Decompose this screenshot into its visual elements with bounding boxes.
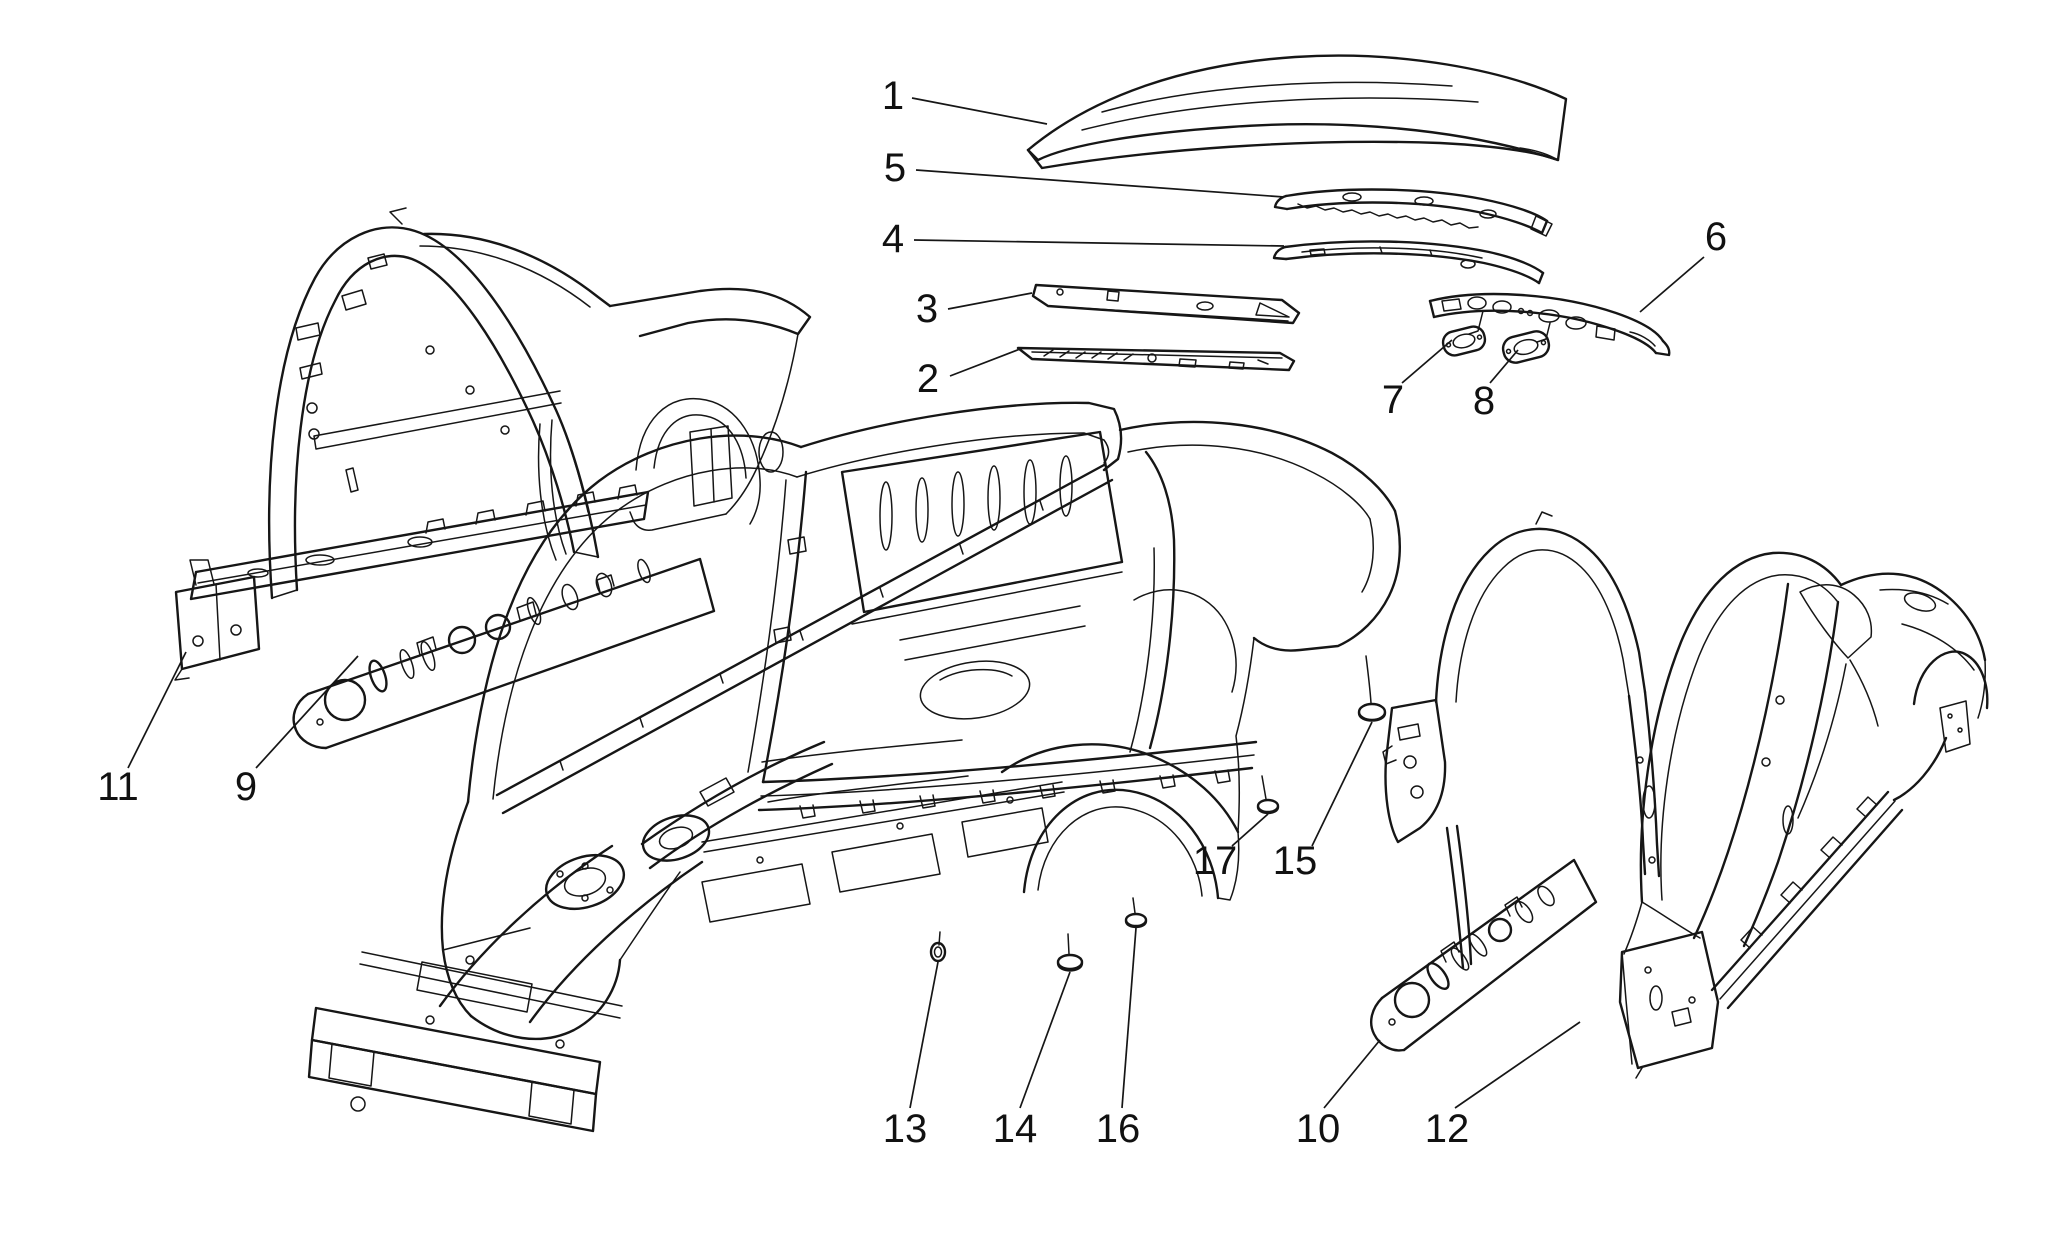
- callout-8: 8: [1473, 379, 1495, 423]
- callout-4: 4: [882, 217, 904, 261]
- part-central-body-shell: [307, 401, 1401, 1133]
- part-windscreen-inner-rail: [1272, 240, 1545, 285]
- leader-line-14: [1019, 971, 1071, 1109]
- leader-line-5: [915, 169, 1285, 198]
- leader-line-8: [1489, 349, 1519, 384]
- part-windscreen-header-rail: [1273, 188, 1553, 237]
- callout-5: 5: [884, 146, 906, 190]
- callout-6: 6: [1705, 215, 1727, 259]
- callout-7: 7: [1382, 378, 1404, 422]
- part-cowl-lower-rail: [1016, 346, 1296, 372]
- leader-line-4: [913, 239, 1285, 247]
- callout-labels: 1 5 4 3 2 6 7 8 9 11 13 14 16 10 12 17 1…: [97, 74, 1727, 1151]
- callout-1: 1: [882, 74, 904, 118]
- callout-12: 12: [1425, 1107, 1470, 1151]
- leader-line-17: [1231, 813, 1269, 847]
- leader-line-9: [255, 655, 359, 769]
- part-grommet-7: [1441, 325, 1487, 357]
- leader-line-16: [1121, 927, 1137, 1109]
- part-grommet-17: [1256, 775, 1280, 815]
- callout-11: 11: [97, 765, 139, 809]
- part-right-outer-side-panel: [1618, 551, 1989, 1079]
- callout-2: 2: [917, 357, 939, 401]
- part-cowl-top-panel: [1031, 283, 1301, 325]
- part-clip-13: [929, 931, 947, 963]
- leader-line-2: [949, 348, 1021, 377]
- part-grommet-15: [1357, 655, 1387, 722]
- leader-line-1: [911, 97, 1048, 125]
- callout-14: 14: [993, 1107, 1038, 1151]
- leader-line-13: [909, 961, 939, 1109]
- leader-line-6: [1639, 256, 1705, 313]
- part-grommet-16: [1124, 897, 1148, 929]
- leader-line-11: [127, 651, 187, 769]
- part-grommet-14: [1056, 933, 1084, 972]
- part-left-inner-bodyside: [174, 207, 812, 681]
- callout-16: 16: [1096, 1107, 1141, 1151]
- leader-line-12: [1454, 1021, 1581, 1109]
- part-rear-bulkhead-strip-left: [292, 557, 716, 750]
- part-rear-header-rail: [1428, 292, 1671, 357]
- callout-9: 9: [235, 765, 257, 809]
- leader-line-3: [947, 292, 1033, 310]
- callout-13: 13: [883, 1107, 928, 1151]
- callout-15: 15: [1273, 839, 1318, 883]
- callout-leader-lines: [127, 97, 1705, 1109]
- diagram-line-art: [174, 54, 1989, 1133]
- part-grommet-8: [1501, 330, 1551, 364]
- callout-17: 17: [1193, 839, 1238, 883]
- leader-line-7: [1401, 339, 1453, 384]
- leader-line-10: [1323, 1039, 1381, 1109]
- callout-3: 3: [916, 287, 938, 331]
- leader-line-15: [1311, 721, 1373, 847]
- part-right-inner-side-panel: [1370, 511, 1661, 1052]
- callout-10: 10: [1296, 1107, 1341, 1151]
- part-roof-panel: [1026, 54, 1568, 170]
